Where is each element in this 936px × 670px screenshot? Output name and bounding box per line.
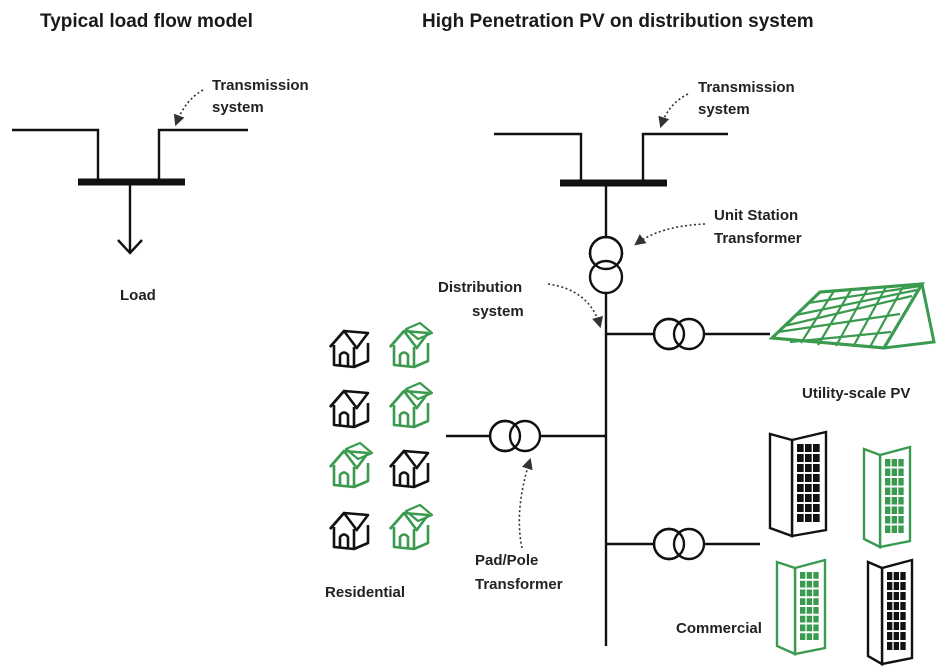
solar-house-icon bbox=[389, 503, 434, 551]
transmission-label-left-2: system bbox=[212, 99, 264, 116]
office-building-icon bbox=[775, 558, 827, 656]
distribution-pointer bbox=[547, 283, 603, 329]
title-left: Typical load flow model bbox=[40, 11, 253, 32]
solar-panel-icon bbox=[768, 282, 936, 350]
load-arrow-icon bbox=[117, 182, 143, 255]
distribution-label-1: Distribution bbox=[438, 279, 522, 296]
utility-pv-label: Utility-scale PV bbox=[802, 385, 910, 402]
title-right: High Penetration PV on distribution syst… bbox=[422, 11, 814, 32]
office-building-icon bbox=[768, 430, 828, 538]
left-transmission-line bbox=[12, 128, 248, 182]
house-icon bbox=[389, 449, 430, 489]
transmission-label-right-2: system bbox=[698, 101, 750, 118]
residential-houses bbox=[329, 321, 434, 551]
commercial-label: Commercial bbox=[676, 620, 762, 637]
unit-station-pointer bbox=[634, 223, 706, 246]
transmission-label-left-1: Transmission bbox=[212, 77, 309, 94]
transmission-pointer-right bbox=[658, 93, 689, 129]
pad-pole-label-2: Transformer bbox=[475, 576, 563, 593]
pad-pole-pointer bbox=[518, 457, 533, 549]
house-icon bbox=[329, 329, 370, 369]
solar-house-icon bbox=[329, 441, 374, 489]
load-label: Load bbox=[120, 287, 156, 304]
solar-house-icon bbox=[389, 321, 434, 369]
office-building-icon bbox=[866, 558, 914, 667]
distribution-label-2: system bbox=[472, 303, 524, 320]
house-icon bbox=[329, 389, 370, 429]
house-icon bbox=[329, 511, 370, 551]
utility-pv-branch bbox=[606, 317, 770, 351]
residential-branch bbox=[446, 419, 606, 453]
solar-house-icon bbox=[389, 381, 434, 429]
commercial-buildings bbox=[768, 430, 914, 667]
commercial-branch bbox=[606, 527, 760, 561]
transmission-pointer-left bbox=[173, 89, 204, 127]
transmission-label-right-1: Transmission bbox=[698, 79, 795, 96]
residential-label: Residential bbox=[325, 584, 405, 601]
pad-pole-label-1: Pad/Pole bbox=[475, 552, 538, 569]
unit-station-label-1: Unit Station bbox=[714, 207, 798, 224]
unit-station-label-2: Transformer bbox=[714, 230, 802, 247]
right-transmission-line bbox=[494, 132, 728, 183]
unit-station-transformer-icon bbox=[588, 235, 624, 295]
office-building-icon bbox=[862, 445, 912, 549]
